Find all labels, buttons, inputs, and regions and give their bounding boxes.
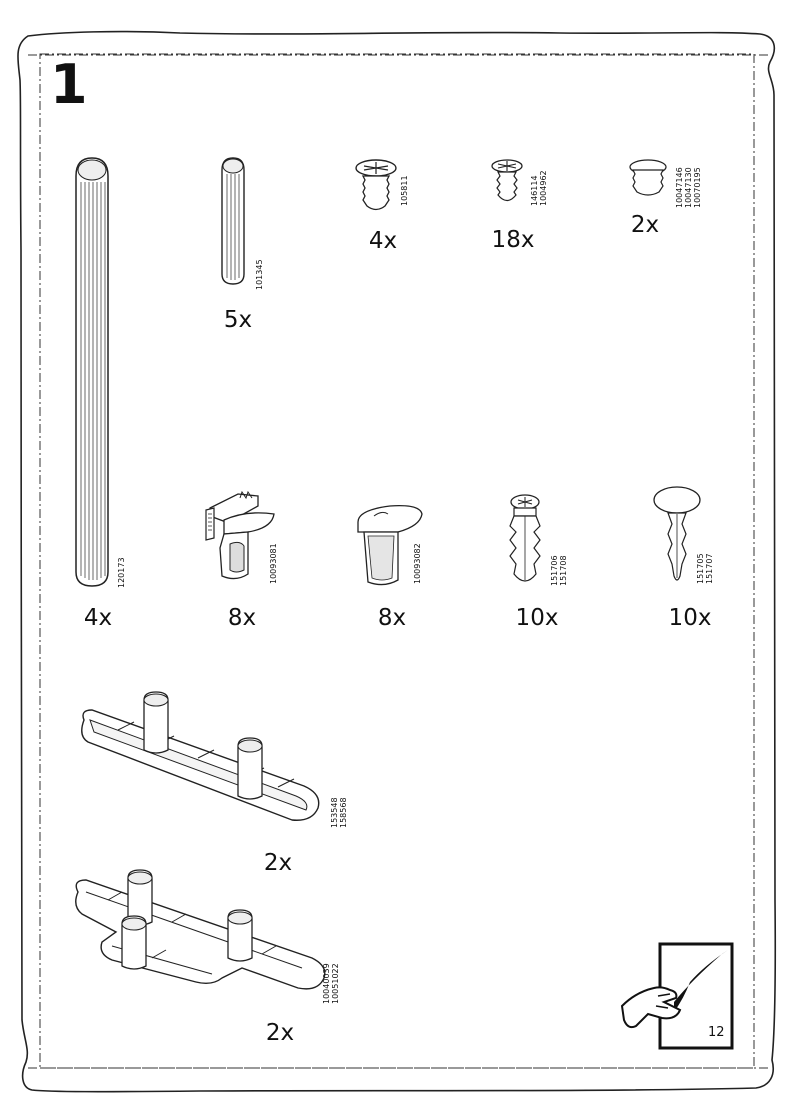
quantity-label: 8x (227, 605, 257, 631)
wall-plug-screw-icon (504, 490, 546, 588)
part-code: 105811 (400, 175, 409, 206)
part-code: 101345 (255, 259, 264, 290)
shelf-clip-a-icon (196, 488, 276, 584)
shelf-clip-b-icon (354, 500, 426, 590)
quantity-label: 2x (265, 1020, 295, 1046)
push-pin-plug-icon (652, 486, 702, 586)
part-code: 10040039 10051022 (322, 963, 340, 1004)
screw-small-icon (490, 158, 524, 206)
quantity-label: 10x (515, 605, 559, 631)
screw-large-icon (354, 158, 398, 214)
step-number: 1 (50, 53, 88, 116)
quantity-label: 5x (223, 307, 253, 333)
quantity-label: 10x (668, 605, 712, 631)
part-code: 120173 (117, 557, 126, 588)
quantity-label: 2x (263, 850, 293, 876)
page-number: 12 (708, 1025, 725, 1040)
long-dowel-icon (70, 156, 114, 592)
part-code: 153548 158568 (330, 797, 348, 828)
cam-cap-icon (628, 158, 668, 198)
page-turn-icon (618, 942, 738, 1056)
part-code: 146114 1004962 (530, 170, 548, 206)
part-code: 151705 151707 (696, 553, 714, 584)
short-dowel-icon (218, 156, 248, 286)
quantity-label: 8x (377, 605, 407, 631)
part-code: 10047146 10047130 10070195 (675, 167, 702, 208)
t-connector-icon (72, 866, 332, 1002)
straight-connector-icon (78, 690, 334, 832)
quantity-label: 4x (368, 228, 398, 254)
part-code: 10093081 (269, 543, 278, 584)
quantity-label: 2x (630, 212, 660, 238)
quantity-label: 18x (491, 227, 535, 253)
part-code: 151706 151708 (550, 555, 568, 586)
quantity-label: 4x (83, 605, 113, 631)
part-code: 10093082 (413, 543, 422, 584)
